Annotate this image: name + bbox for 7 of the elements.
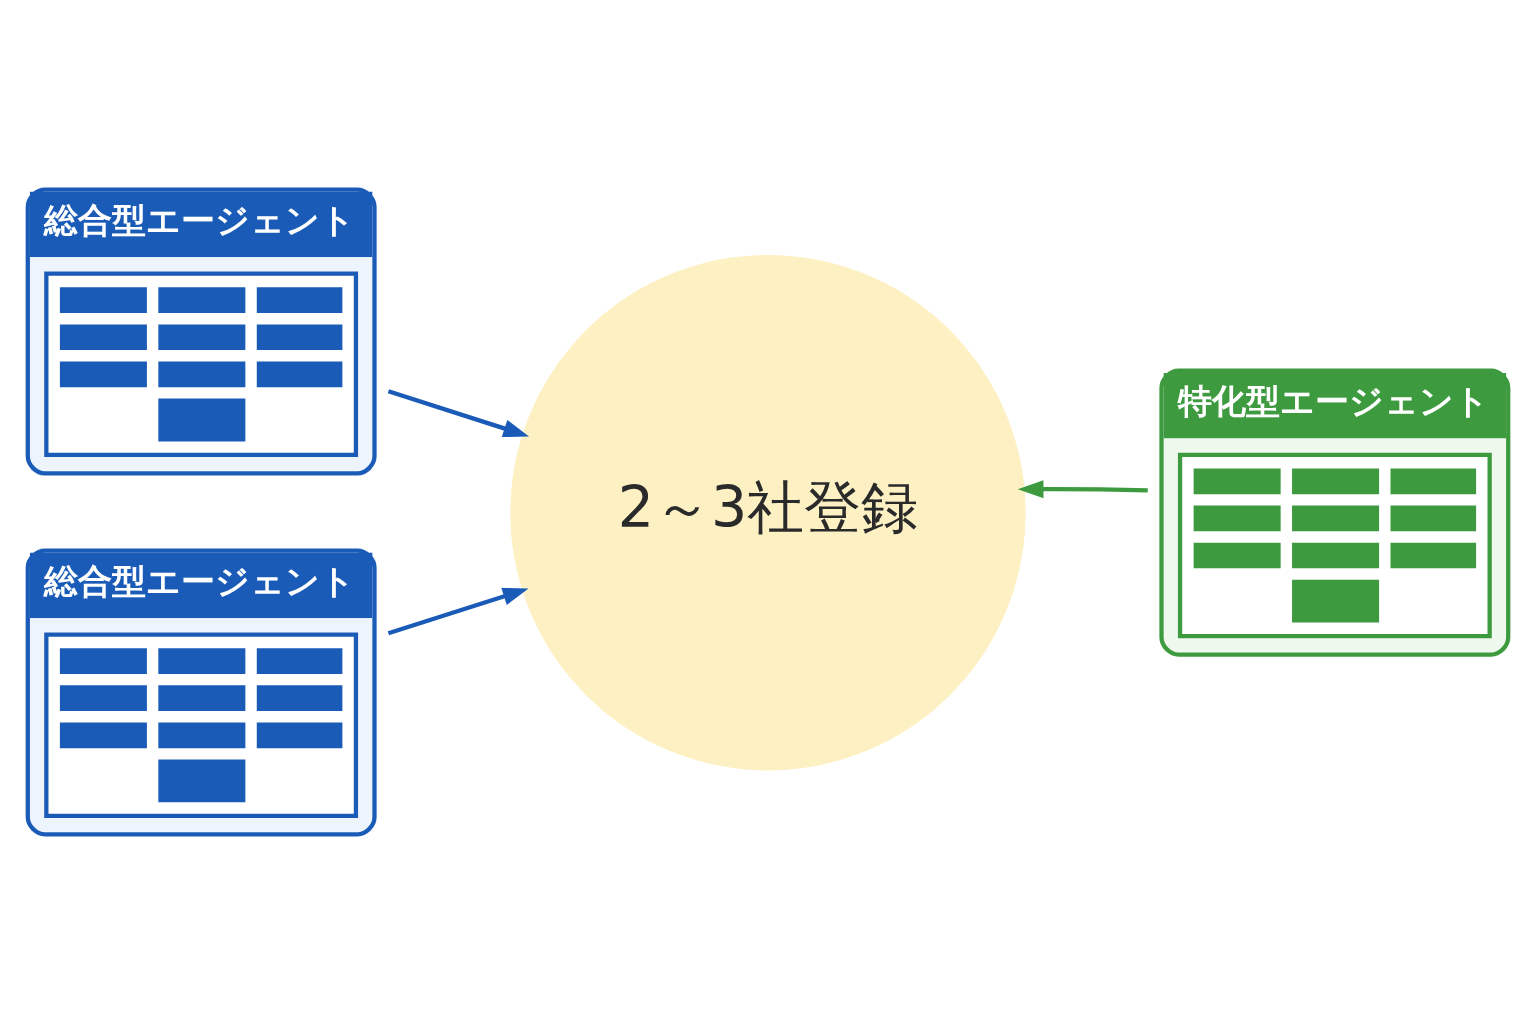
arrow: [1017, 480, 1148, 499]
arrow: [387, 389, 530, 438]
node-box: 総合型エージェント: [25, 548, 377, 837]
arrow: [387, 587, 529, 636]
node-box: 総合型エージェント: [25, 187, 377, 476]
node-box: 特化型エージェント: [1159, 368, 1511, 657]
node-circle: 2～3社登録: [510, 255, 1026, 771]
